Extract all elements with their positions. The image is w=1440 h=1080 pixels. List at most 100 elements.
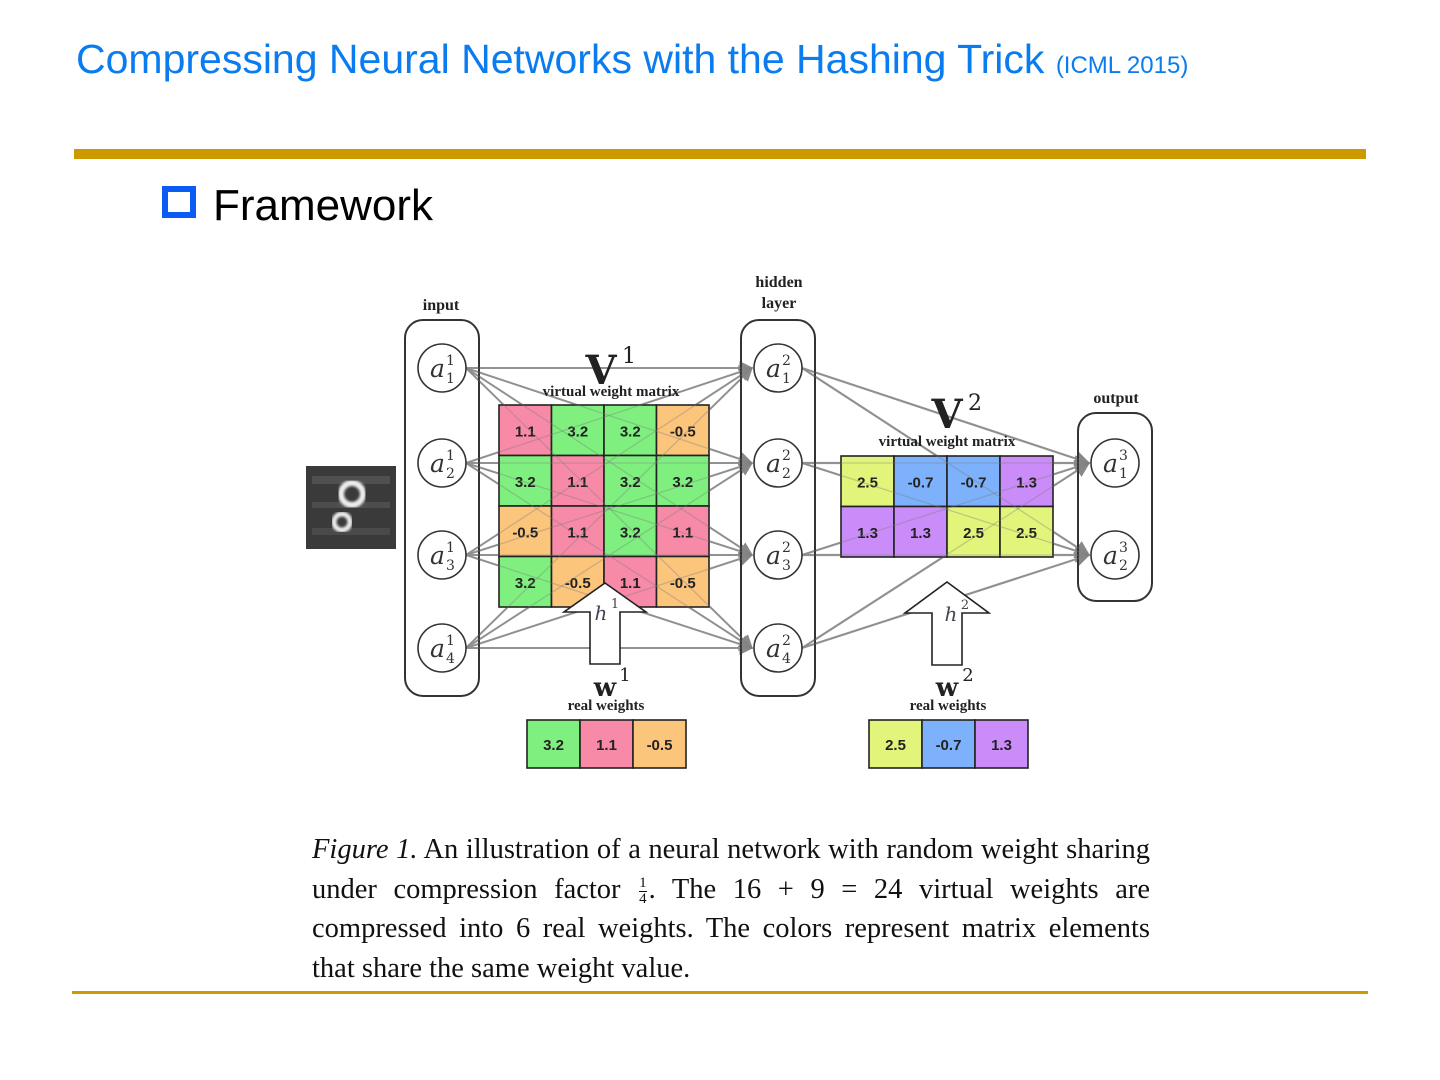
hidden-node-superscript: 2	[782, 633, 791, 649]
v1-superscript: 1	[622, 344, 636, 369]
input-node-subscript: 2	[446, 466, 455, 482]
edge-overlay	[465, 367, 753, 464]
overlay-edges	[465, 367, 1090, 666]
v1-cell	[655, 555, 710, 608]
v2-cell-value: -0.7	[961, 474, 987, 491]
v1-cell-value: 1.1	[515, 423, 536, 440]
output-node	[1090, 438, 1140, 488]
edge-overlay	[465, 462, 753, 556]
w2-symbol: w	[935, 673, 959, 703]
layer-panels	[306, 319, 1153, 697]
v1-cell-value: 1.1	[620, 575, 641, 592]
input-node-label: a	[430, 541, 445, 570]
v1-cell-value: -0.5	[565, 575, 591, 592]
v2-symbol: V	[930, 391, 963, 438]
title-divider	[74, 149, 1366, 159]
h2-superscript: 2	[961, 598, 969, 613]
input-node-label: a	[430, 449, 445, 478]
hidden-node-superscript: 2	[782, 353, 791, 369]
hidden-layer-panel	[740, 319, 816, 697]
v1-cell	[603, 404, 658, 457]
v1-cell	[550, 454, 605, 507]
edge-overlay	[801, 462, 1090, 556]
footer-divider	[72, 991, 1368, 994]
v2-cell-value: 2.5	[857, 474, 878, 491]
title-venue: (ICML 2015)	[1055, 52, 1189, 79]
h1-superscript: 1	[611, 597, 619, 612]
input-node-label: a	[430, 354, 445, 383]
edge-overlay	[801, 462, 1090, 556]
v2-cell-value: 1.3	[910, 525, 931, 542]
v2-cell	[840, 505, 895, 558]
input-node	[417, 530, 467, 580]
hidden-node-label: a	[766, 449, 781, 478]
w2-value: -0.7	[936, 737, 962, 754]
hidden-node-label: a	[766, 634, 781, 663]
hidden-layer-label-line2: layer	[762, 295, 797, 312]
caption-text-2: . The 16 + 9 = 24 virtual weights are co…	[312, 873, 1150, 984]
hidden-node-subscript: 2	[782, 466, 791, 482]
hash-arrow-h2	[902, 581, 992, 666]
input-node-subscript: 4	[446, 651, 455, 667]
hidden-node	[753, 623, 803, 673]
hash-arrow-h1	[561, 582, 649, 665]
w1-value: 3.2	[543, 737, 564, 754]
edge-overlay	[465, 367, 753, 649]
w2-cell	[974, 719, 1029, 769]
h2-symbol: h	[945, 602, 958, 626]
v2-label: virtual weight matrix	[879, 434, 1016, 450]
v1-cell	[655, 404, 710, 457]
hidden-node	[753, 343, 803, 393]
edge-overlay	[801, 367, 1090, 556]
v1-cell-value: 3.2	[515, 575, 536, 592]
output-node-superscript: 3	[1119, 540, 1128, 556]
input-node-superscript: 1	[446, 448, 455, 464]
w1-label: real weights	[568, 698, 645, 714]
title-main: Compressing Neural Networks with the Has…	[76, 36, 1045, 82]
w1-cell	[579, 719, 634, 769]
v1-cell-value: -0.5	[670, 423, 696, 440]
hidden-layer-label-line1: hidden	[755, 274, 802, 291]
edge-overlay	[465, 462, 753, 649]
input-node-superscript: 1	[446, 353, 455, 369]
w1-superscript: 1	[619, 665, 630, 686]
fraction-numerator: 1	[639, 874, 647, 892]
input-node-subscript: 3	[446, 558, 455, 574]
v1-cell-value: -0.5	[670, 575, 696, 592]
v1-cell-value: 3.2	[672, 474, 693, 491]
v2-cell-value: 1.3	[1016, 474, 1037, 491]
edge-overlay	[465, 462, 753, 649]
edge-overlay	[465, 367, 753, 556]
input-node-label: a	[430, 634, 445, 663]
v2-cell	[999, 455, 1054, 508]
hidden-node	[753, 438, 803, 488]
input-node-superscript: 1	[446, 540, 455, 556]
fraction-denominator: 4	[639, 890, 647, 907]
v2-cell-value: 2.5	[1016, 525, 1037, 542]
digit-stroke	[331, 511, 353, 533]
v1-cell-value: 3.2	[515, 474, 536, 491]
v2-cell	[946, 505, 1001, 558]
v1-cell	[655, 454, 710, 507]
output-node-subscript: 1	[1119, 466, 1128, 482]
input-node	[417, 438, 467, 488]
input-layer-label: input	[423, 297, 460, 314]
v1-cell	[498, 555, 553, 608]
input-node-subscript: 1	[446, 371, 455, 387]
input-node-superscript: 1	[446, 633, 455, 649]
output-node	[1090, 530, 1140, 580]
w2-cell	[921, 719, 976, 769]
v1-cell	[498, 454, 553, 507]
w1-symbol: w	[593, 673, 617, 703]
output-node-label: a	[1103, 541, 1118, 570]
w2-value: 2.5	[885, 737, 906, 754]
output-node-subscript: 2	[1119, 558, 1128, 574]
edge-overlay	[465, 462, 753, 556]
hidden-node	[753, 530, 803, 580]
output-node-label: a	[1103, 449, 1118, 478]
hidden-node-superscript: 2	[782, 540, 791, 556]
v2-cell-value: 1.3	[857, 525, 878, 542]
slide-title: Compressing Neural Networks with the Has…	[76, 34, 1306, 91]
